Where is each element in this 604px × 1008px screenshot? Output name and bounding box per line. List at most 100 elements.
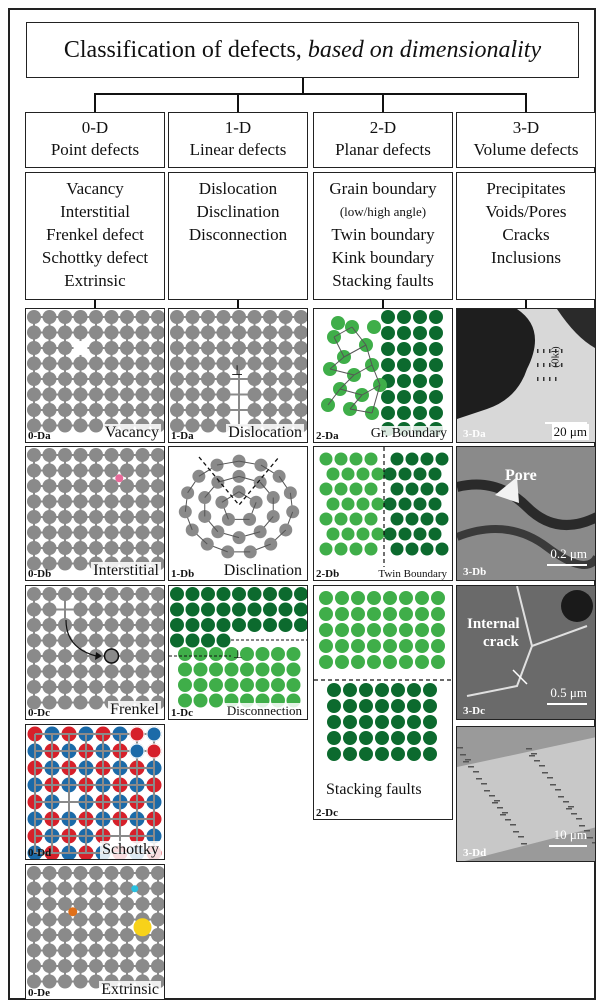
stacking-faults-lattice: [314, 591, 452, 761]
atom: [375, 683, 389, 697]
category-1d: 1-D Linear defects: [168, 112, 308, 168]
atom: [224, 647, 239, 661]
atom: [185, 633, 200, 648]
atom: [253, 525, 267, 539]
bond: [349, 394, 363, 410]
atom: [405, 482, 419, 496]
item-twin-boundary: Twin boundary: [331, 225, 435, 244]
atom: [415, 623, 429, 637]
atom: [407, 747, 421, 761]
atom: [247, 587, 262, 601]
disconnection-lattice: ⊥: [169, 587, 307, 708]
atom: [319, 639, 333, 653]
inclusion: [489, 795, 495, 797]
category-3d: 3-D Volume defects: [456, 112, 596, 168]
atom: [397, 310, 411, 324]
atom: [319, 607, 333, 621]
atom: [326, 497, 340, 511]
atom: [216, 587, 231, 601]
inclusion: [513, 831, 519, 833]
atom: [319, 655, 333, 669]
precipitate: [549, 349, 551, 353]
atom: [435, 542, 449, 556]
inclusion: [587, 837, 593, 839]
atom: [271, 647, 285, 661]
atom: [371, 467, 385, 481]
atom: [201, 618, 215, 632]
item-inclusions: Inclusions: [491, 248, 561, 267]
atom: [391, 731, 405, 745]
atom: [367, 639, 381, 653]
panel-1-dc-disconnection: ⊥ 1-Dc Disconnection: [168, 585, 308, 720]
inclusion: [531, 753, 537, 755]
inclusion: [558, 796, 564, 798]
atom: [407, 683, 421, 697]
atom: [319, 512, 333, 526]
inclusion: [476, 778, 482, 780]
crack-annotation-line2: crack: [483, 634, 519, 650]
bond: [343, 344, 367, 358]
atom: [224, 662, 239, 677]
panel-name: Stacking faults: [326, 781, 422, 798]
atom: [383, 527, 397, 541]
panel-code: 1-Db: [171, 568, 195, 580]
inclusion: [534, 760, 540, 762]
bond: [217, 475, 240, 483]
item-vacancy: Vacancy: [66, 179, 124, 198]
scale-bar: [549, 845, 587, 847]
atom: [232, 618, 246, 632]
atom: [356, 467, 370, 481]
dark-region: [457, 309, 535, 419]
atom: [271, 662, 285, 677]
panel-code: 0-De: [28, 987, 50, 999]
atom: [413, 497, 427, 511]
category-2d-name: Planar defects: [335, 140, 431, 159]
atom: [351, 623, 365, 637]
atom: [381, 342, 395, 356]
atom: [413, 310, 427, 324]
atom: [240, 678, 254, 692]
dark-spot: [561, 590, 593, 622]
inclusion: [465, 759, 471, 761]
atom: [431, 655, 445, 669]
atom: [193, 678, 208, 692]
atom: [413, 326, 427, 340]
panel-code: 2-Db: [316, 568, 340, 580]
large-impurity: [133, 918, 152, 937]
atom: [327, 715, 341, 729]
inclusion: [492, 802, 498, 804]
bond: [371, 364, 381, 386]
precipitate: [537, 349, 539, 353]
disconnection-symbol: ⊥: [233, 648, 243, 661]
atom: [247, 602, 262, 617]
atom: [341, 497, 355, 511]
atom: [423, 683, 437, 697]
atom: [341, 467, 355, 481]
atom: [272, 469, 286, 483]
small-impurity: [131, 885, 139, 893]
atom: [178, 647, 192, 661]
inclusion: [460, 754, 466, 756]
atom: [397, 358, 411, 372]
atom: [334, 512, 348, 526]
inclusion: [542, 772, 548, 774]
inclusion: [547, 777, 553, 779]
atom: [364, 542, 378, 556]
atom: [349, 452, 363, 466]
atom: [341, 527, 355, 541]
atom: [371, 527, 385, 541]
twin-boundary-lattice: [319, 447, 449, 567]
inclusion: [592, 842, 595, 844]
atom: [405, 452, 419, 466]
item-kink-boundary: Kink boundary: [331, 248, 435, 267]
atom: [224, 678, 239, 692]
panel-code: 3-Da: [463, 428, 486, 440]
panel-2-dc-stacking-faults: Stacking faults 2-Dc: [313, 585, 453, 820]
panel-name: Interstitial: [91, 562, 161, 580]
atom: [407, 731, 421, 745]
atom: [255, 647, 270, 661]
item-stacking-faults: Stacking faults: [332, 271, 434, 290]
atom: [209, 662, 223, 677]
atom: [271, 678, 285, 692]
scale-label: 0.2 μm: [550, 546, 587, 561]
